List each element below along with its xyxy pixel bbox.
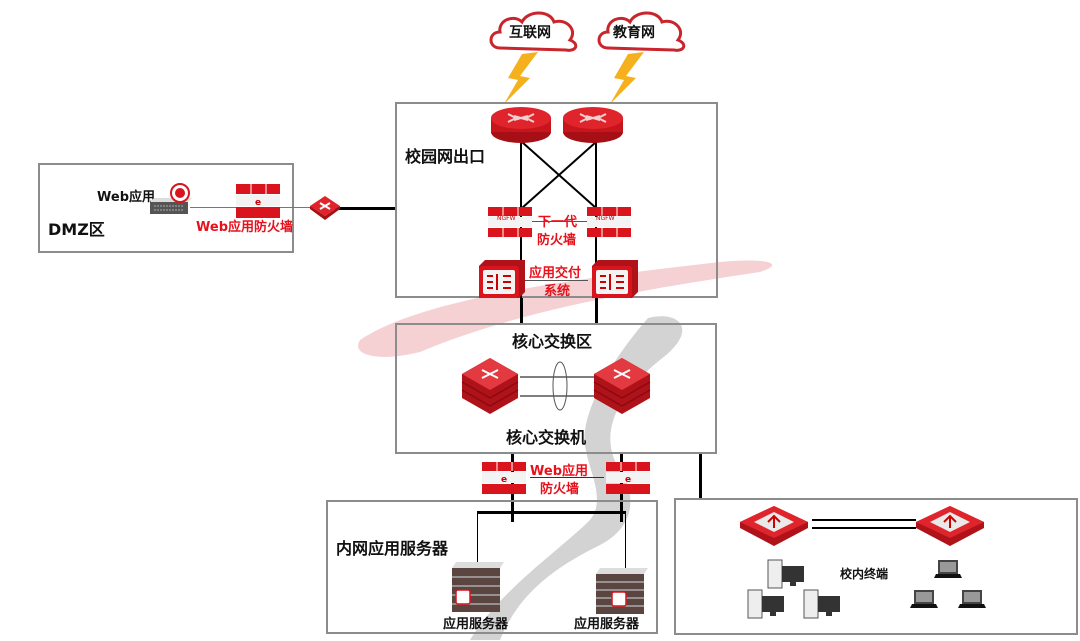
- web-app-label: Web应用: [97, 190, 155, 205]
- zone-campus-terminals: [674, 498, 1078, 635]
- core-switch-icon: [461, 358, 519, 414]
- core-switch-icon: [593, 358, 651, 414]
- ngfw-label-line1: 下一代: [538, 215, 578, 230]
- app-delivery-controller-icon: [479, 260, 525, 298]
- zone-core-title: 核心交换区: [512, 332, 593, 351]
- server-bus-line: [477, 511, 626, 514]
- link-line: [520, 298, 523, 323]
- adc-label-line1: 应用交付: [529, 266, 582, 281]
- zone-dmz-title: DMZ区: [48, 220, 105, 239]
- laptops-group: [910, 560, 986, 608]
- desktop-computer-icon: [747, 589, 784, 619]
- access-switch-icon: [740, 506, 808, 546]
- zone-terminals-title: 校内终端: [840, 567, 889, 581]
- link-line: [699, 454, 702, 499]
- access-switch-pair: [740, 506, 984, 546]
- desktop-computer-icon: [803, 589, 840, 619]
- web-app-firewall-icon: e: [606, 462, 650, 494]
- ngfw-label-line2: 防火墙: [537, 233, 577, 248]
- cloud-internet-label: 互联网: [509, 25, 551, 41]
- cloud-icon: [597, 11, 686, 52]
- lightning-bolt-icon: [610, 52, 644, 104]
- ngfw-badge: NGFW: [596, 215, 615, 222]
- laptop-icon: [958, 590, 986, 608]
- web-app-firewall-icon: e: [236, 184, 280, 218]
- switch-icon: [310, 196, 340, 220]
- laptop-icon: [910, 590, 938, 608]
- firewall-icon: [587, 207, 631, 237]
- mid-waf-label-line1: Web应用: [530, 464, 588, 479]
- dmz-link: [190, 207, 390, 208]
- ngfw-badge: NGFW: [497, 215, 516, 222]
- waf-link: [530, 477, 604, 478]
- svg-text:e: e: [255, 198, 261, 208]
- zone-core: [395, 323, 717, 454]
- access-switch-icon: [916, 506, 984, 546]
- router-icon: [491, 107, 551, 143]
- web-app-shield-icon: [170, 183, 190, 203]
- app-server-icon: [452, 562, 504, 612]
- core-switch-pair: [461, 358, 651, 414]
- cross-links: [521, 141, 597, 209]
- mid-waf-label-line2: 防火墙: [540, 482, 580, 497]
- zone-campus-exit-title: 校园网出口: [405, 147, 486, 166]
- link-line: [477, 511, 478, 569]
- zone-dmz: [38, 163, 294, 253]
- zone-intranet-servers: [326, 500, 658, 634]
- app-server-icon: [596, 568, 648, 614]
- router-icon: [563, 107, 623, 143]
- app-delivery-controller-icon: [592, 260, 638, 298]
- lightning-bolt-icon: [504, 52, 538, 104]
- zone-campus-exit: [395, 102, 718, 298]
- adc-link: [525, 280, 588, 281]
- svg-text:e: e: [501, 475, 507, 485]
- core-switch-label: 核心交换机: [506, 428, 587, 447]
- svg-text:e: e: [625, 475, 631, 485]
- adc-label-line2: 系统: [544, 284, 571, 299]
- web-app-firewall-icon: e: [482, 462, 526, 494]
- dmz-uplink: [335, 207, 395, 210]
- ngfw-link: [532, 221, 587, 222]
- server-label: 应用服务器: [574, 617, 640, 632]
- firewall-icon: [488, 207, 532, 237]
- laptop-icon: [934, 560, 962, 578]
- desktop-computer-icon: [767, 559, 804, 589]
- cloud-icon: [489, 11, 578, 52]
- server-label: 应用服务器: [443, 617, 509, 632]
- desktop-computers-group: [747, 559, 840, 619]
- link-line: [625, 511, 626, 569]
- cloud-education-label: 教育网: [613, 25, 655, 41]
- zone-intranet-title: 内网应用服务器: [336, 539, 449, 558]
- link-line: [595, 298, 598, 323]
- dmz-waf-label: Web应用防火墙: [196, 220, 293, 235]
